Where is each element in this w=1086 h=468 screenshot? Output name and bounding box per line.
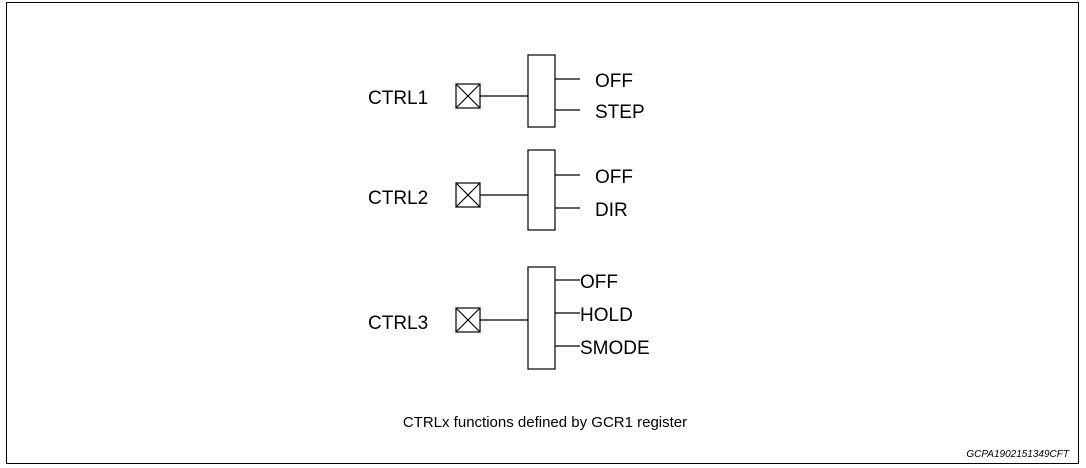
function-label: STEP xyxy=(595,102,645,123)
pin-group-ctrl3: CTRL3 OFF HOLD SMODE xyxy=(368,266,650,370)
function-label: DIR xyxy=(595,200,628,221)
function-label: OFF xyxy=(595,167,633,188)
function-mux-box xyxy=(527,54,556,128)
function-label: OFF xyxy=(595,71,633,92)
function-mux-box xyxy=(527,266,556,370)
figure-code: GCPA1902151349CFT xyxy=(966,449,1070,460)
function-label: SMODE xyxy=(580,338,650,359)
pin-group-ctrl2: CTRL2 OFF DIR xyxy=(368,149,633,231)
crossed-square-pin-icon xyxy=(455,307,481,333)
function-label: OFF xyxy=(580,272,618,293)
crossed-square-pin-icon xyxy=(455,83,481,109)
figure-caption: CTRLx functions defined by GCR1 register xyxy=(403,414,687,431)
function-mux-box xyxy=(527,149,556,231)
function-label: HOLD xyxy=(580,305,633,326)
crossed-square-pin-icon xyxy=(455,182,481,208)
pin-label: CTRL2 xyxy=(368,188,428,209)
pin-group-ctrl1: CTRL1 OFF STEP xyxy=(368,54,645,128)
figure-frame xyxy=(6,2,1079,464)
pin-label: CTRL1 xyxy=(368,88,428,109)
pin-label: CTRL3 xyxy=(368,313,428,334)
